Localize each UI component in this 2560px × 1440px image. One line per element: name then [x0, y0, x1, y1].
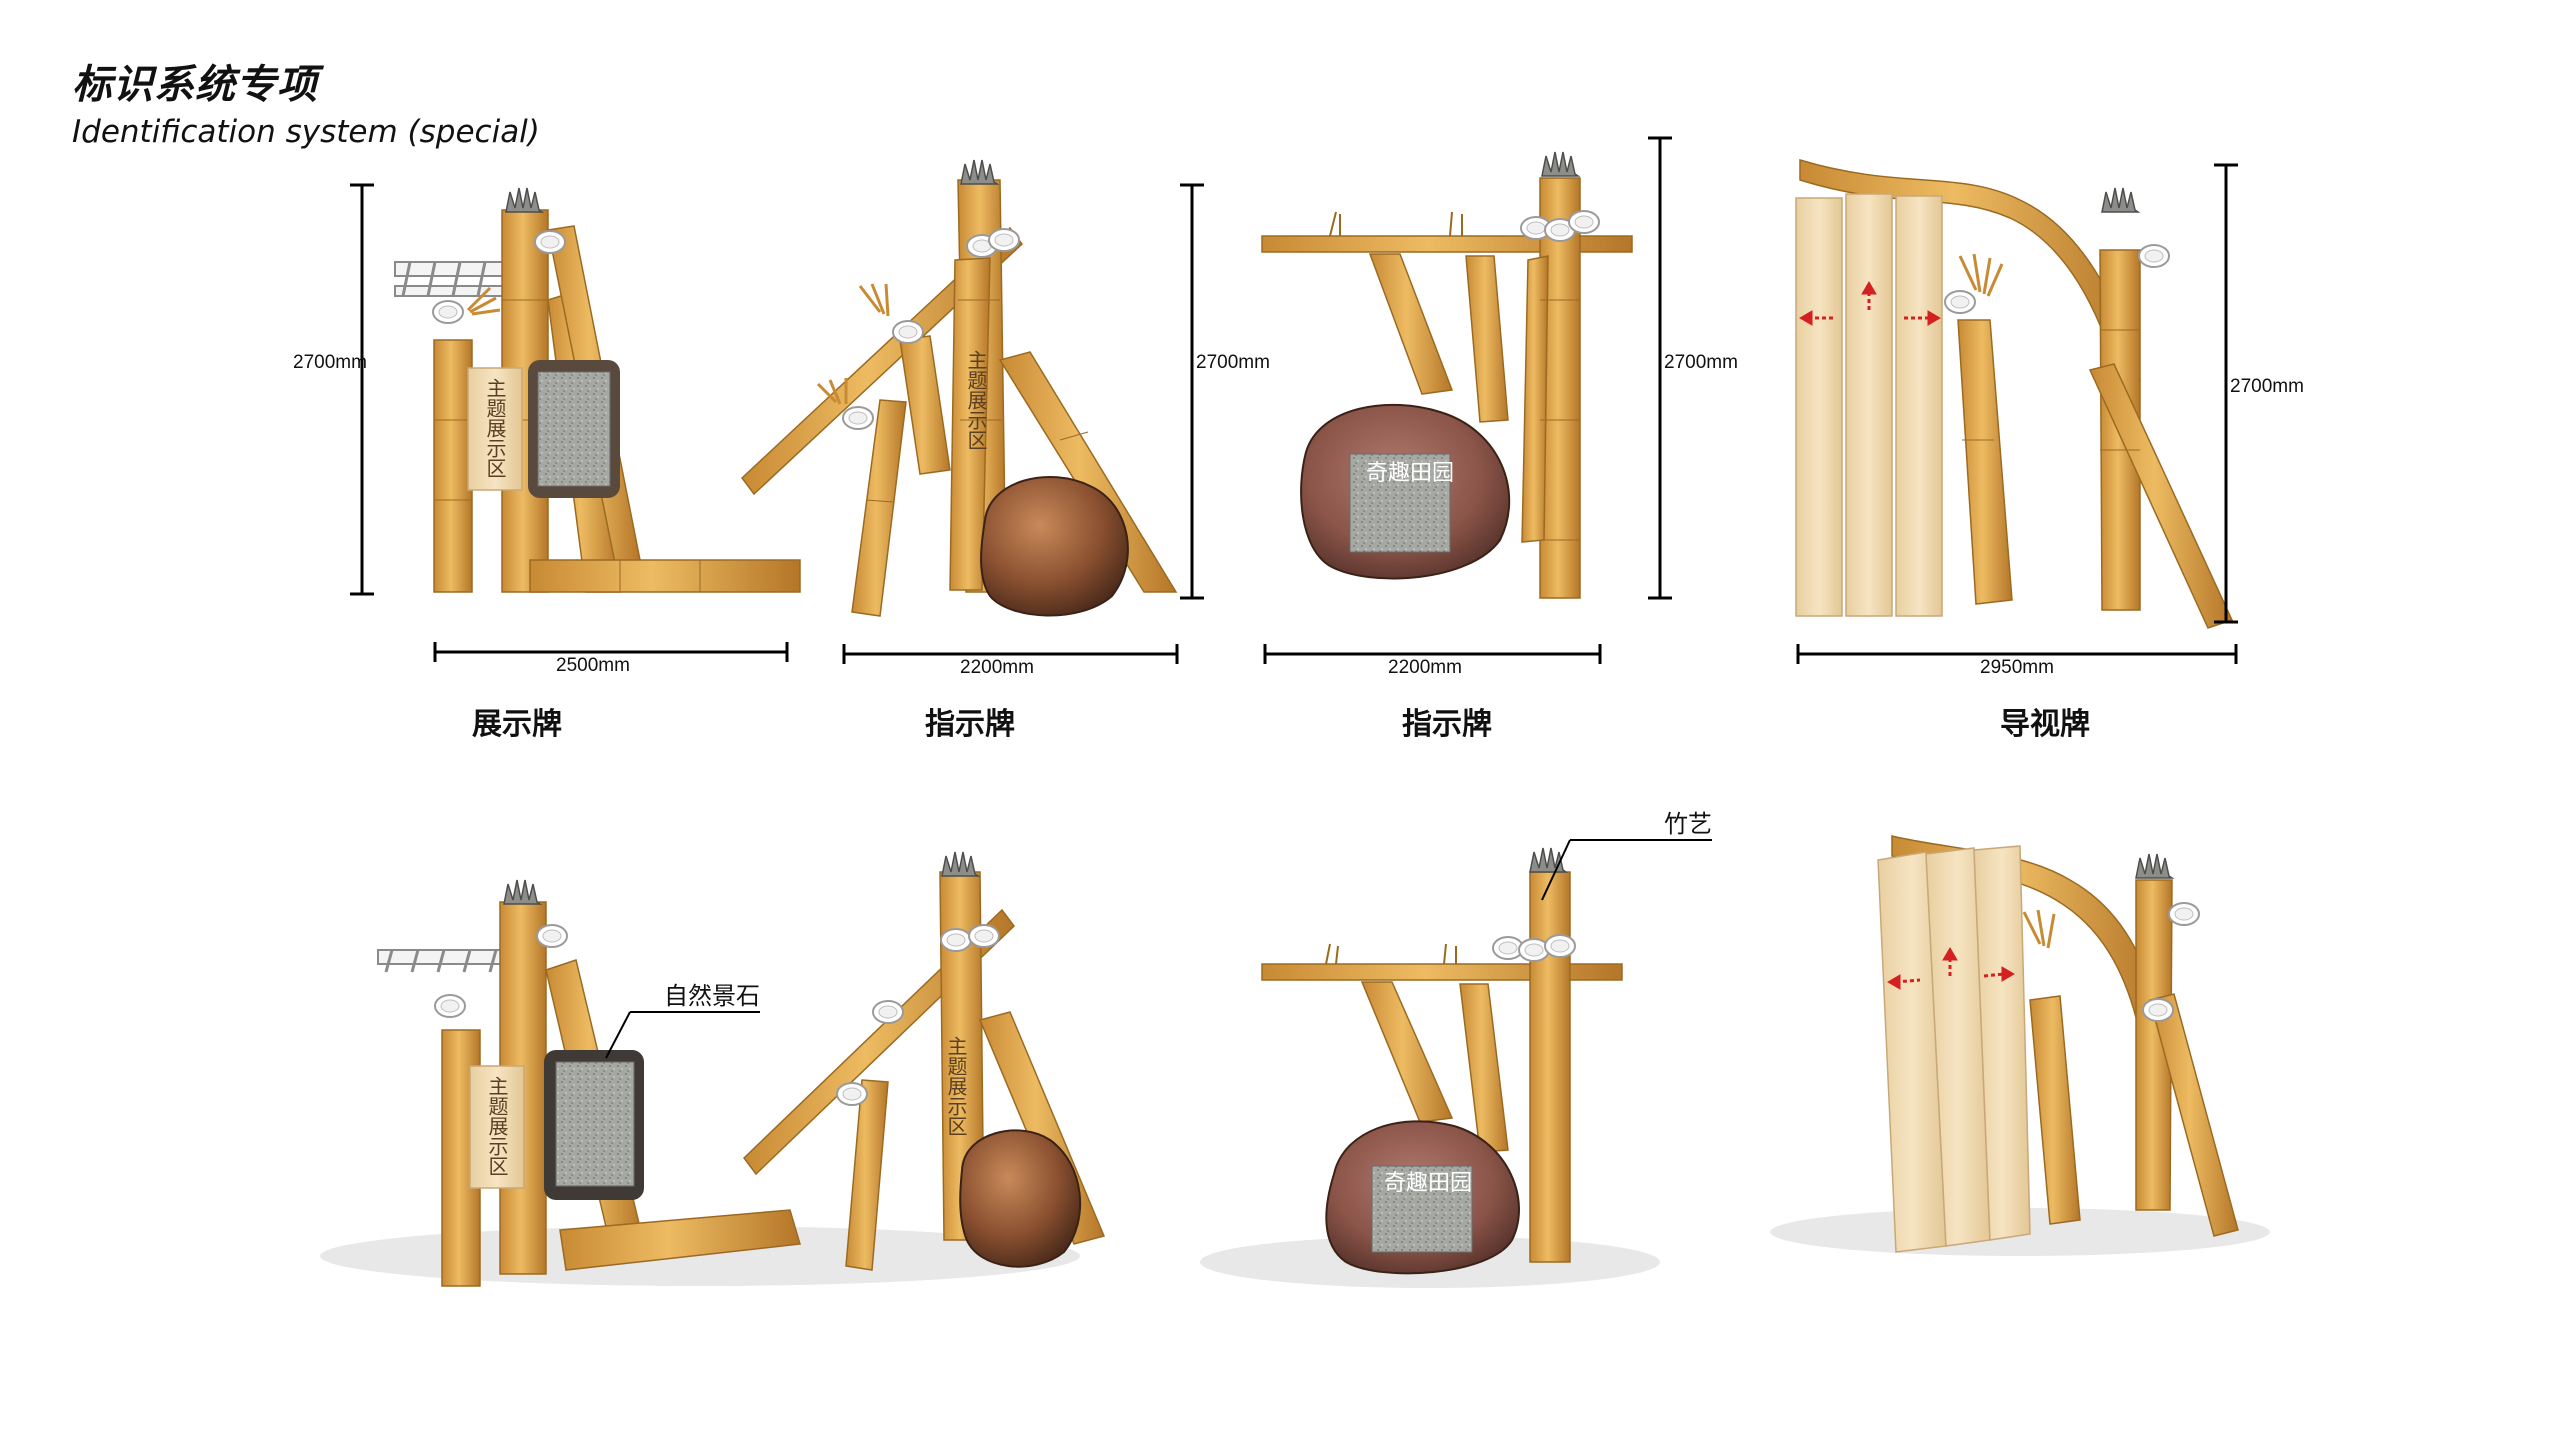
height-dimension-4 — [2214, 163, 2238, 624]
width-dimension-4 — [1796, 644, 2238, 664]
display-sign-vertical-text: 主题展示区 — [483, 378, 507, 478]
width-dimension-3 — [1263, 644, 1602, 664]
plaque-text-qiqu-tianyuan: 奇趣田园 — [1366, 461, 1454, 486]
title-chinese: 标识系统专项 — [72, 62, 318, 108]
direction-arrows — [1799, 281, 1941, 326]
caption-direction-sign-b: 指示牌 — [1402, 707, 1492, 742]
perspective-display-and-direction: 主题展示区 自然景石 主题展示区 — [320, 851, 1106, 1287]
perspective-display-vertical-text: 主题展示区 — [485, 1076, 509, 1176]
perspective-direction-sign-b: 竹艺 奇趣田园 — [1200, 810, 1712, 1288]
perspective-guide-sign — [1770, 835, 2270, 1256]
height-label-4: 2700mm — [2230, 376, 2304, 397]
callout-bamboo-craft: 竹艺 — [1664, 810, 1712, 838]
direction-sign-a-elevation: 主题展示区 2700mm 2200mm 指示牌 — [740, 159, 1270, 742]
height-dimension-2 — [1180, 183, 1204, 600]
height-label-1: 2700mm — [293, 352, 367, 373]
width-dimension-2 — [842, 644, 1179, 664]
height-dimension-1 — [350, 183, 374, 596]
width-label-3: 2200mm — [1388, 657, 1462, 678]
height-dimension-3 — [1648, 136, 1672, 600]
page-header: 标识系统专项 Identification system (special) — [72, 52, 540, 150]
guide-sign-elevation: 2700mm 2950mm 导视牌 — [1795, 158, 2304, 742]
height-label-3: 2700mm — [1664, 352, 1738, 373]
perspective-direction-vertical-text: 主题展示区 — [944, 1036, 968, 1136]
display-sign-elevation: 主题展示区 2700mm 2500mm 展示牌 — [293, 183, 801, 742]
perspective-plaque-text: 奇趣田园 — [1384, 1171, 1472, 1196]
caption-direction-sign-a: 指示牌 — [925, 707, 1015, 742]
width-label-1: 2500mm — [556, 655, 630, 676]
height-label-2: 2700mm — [1196, 352, 1270, 373]
title-english: Identification system (special) — [72, 114, 540, 150]
direction-sign-vertical-text: 主题展示区 — [964, 350, 988, 450]
perspective-direction-arrows — [1887, 947, 2015, 990]
width-dimension-1 — [433, 642, 789, 662]
width-label-4: 2950mm — [1980, 657, 2054, 678]
width-label-2: 2200mm — [960, 657, 1034, 678]
caption-guide-sign: 导视牌 — [2000, 707, 2090, 742]
callout-natural-stone: 自然景石 — [664, 982, 760, 1010]
ladder-rail — [394, 261, 546, 297]
caption-display-sign: 展示牌 — [472, 707, 562, 742]
direction-sign-b-elevation: 奇趣田园 2700mm 2200mm 指示牌 — [1261, 136, 1738, 742]
